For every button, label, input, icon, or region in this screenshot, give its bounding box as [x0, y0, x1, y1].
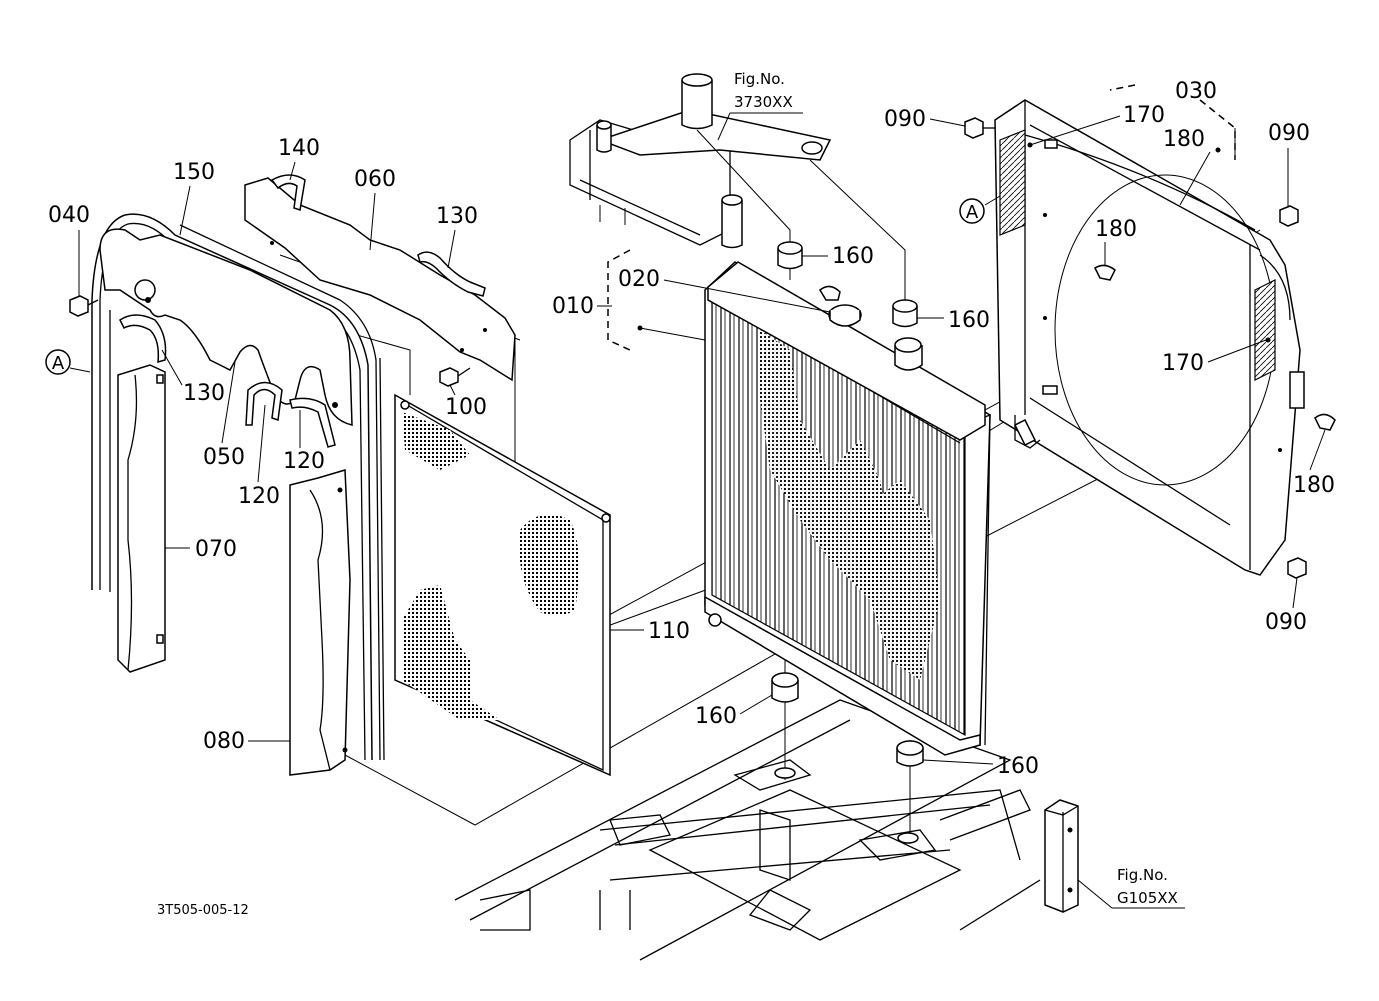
label-180-mid: 180 — [1095, 217, 1137, 242]
label-050: 050 — [203, 445, 245, 470]
ref-marker-a-left-text: A — [52, 353, 65, 374]
fan-shroud-030 — [964, 99, 1336, 579]
upper-plate — [244, 174, 516, 387]
label-120-left: 120 — [238, 484, 280, 509]
label-130-top: 130 — [436, 204, 478, 229]
label-030: 030 — [1175, 79, 1217, 104]
part-labels: 010 020 030 040 050 060 070 080 090 090 … — [48, 79, 1335, 779]
fig-ref-g105xx-number: G105XX — [1117, 889, 1178, 907]
chassis-frame — [454, 699, 1079, 961]
fig-ref-3730xx-number: 3730XX — [734, 93, 793, 111]
label-090-right: 090 — [1268, 121, 1310, 146]
label-130-left: 130 — [183, 381, 225, 406]
label-020: 020 — [618, 267, 660, 292]
label-010: 010 — [552, 294, 594, 319]
group-brackets — [607, 84, 1236, 351]
fig-ref-3730xx-label: Fig.No. — [734, 70, 785, 88]
fig-ref-g105xx-label: Fig.No. — [1117, 866, 1168, 884]
label-150: 150 — [173, 160, 215, 185]
label-080: 080 — [203, 729, 245, 754]
label-180-bottom: 180 — [1293, 473, 1335, 498]
label-090-bottom: 090 — [1265, 610, 1307, 635]
label-160-a: 160 — [832, 244, 874, 269]
label-160-b: 160 — [948, 308, 990, 333]
fig-ref-3730xx: Fig.No. 3730XX — [717, 70, 803, 141]
label-090-top: 090 — [884, 107, 926, 132]
ref-marker-a-right-text: A — [966, 202, 979, 223]
label-100: 100 — [445, 395, 487, 420]
label-160-c: 160 — [695, 704, 737, 729]
label-040: 040 — [48, 203, 90, 228]
label-110: 110 — [648, 619, 690, 644]
label-160-d: 160 — [997, 754, 1039, 779]
fig-ref-g105xx: Fig.No. G105XX — [1077, 866, 1185, 909]
label-170-right: 170 — [1162, 351, 1204, 376]
label-120-right: 120 — [283, 449, 325, 474]
radiator-010 — [704, 261, 991, 756]
label-170-top: 170 — [1123, 103, 1165, 128]
ref-marker-a-right: A — [959, 195, 1001, 224]
label-060: 060 — [354, 167, 396, 192]
mounts-160 — [771, 241, 924, 844]
screen-110 — [394, 393, 611, 777]
drawing-code: 3T505-005-12 — [157, 903, 249, 918]
left-side-parts — [69, 213, 385, 776]
label-180-top: 180 — [1163, 127, 1205, 152]
label-140: 140 — [278, 136, 320, 161]
upper-bracket — [569, 73, 832, 249]
ref-marker-a-left: A — [45, 349, 91, 375]
label-070: 070 — [195, 537, 237, 562]
